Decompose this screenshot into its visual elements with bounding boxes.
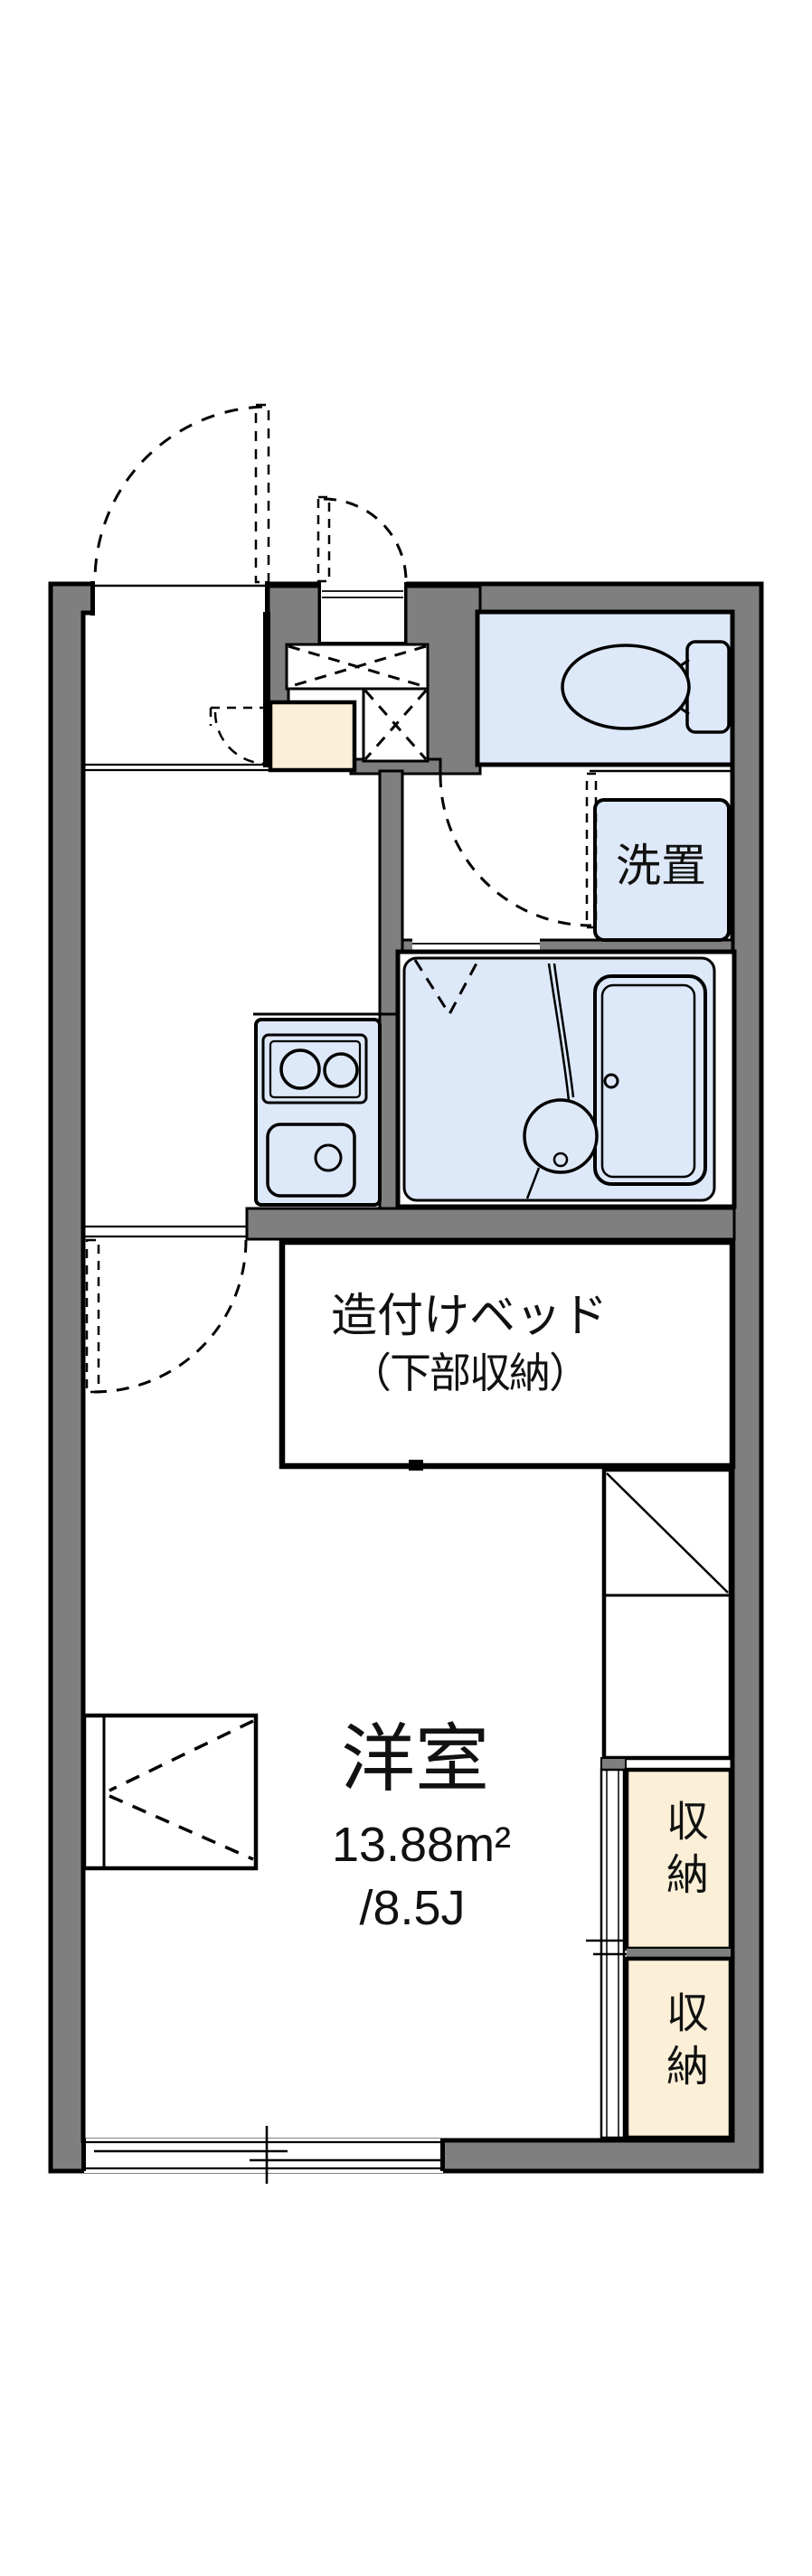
alcove-door-arc (323, 497, 408, 582)
x-marks (288, 644, 427, 689)
window-gap (84, 2139, 443, 2173)
window-frame (84, 2140, 443, 2170)
jamb (440, 2139, 445, 2171)
closet-divider (627, 1949, 731, 1959)
hall-closet-leaf (209, 706, 267, 726)
room-door-leaf (85, 1238, 100, 1394)
bathtub-knob (603, 1073, 619, 1089)
stove-inner (269, 1039, 362, 1099)
jamb (90, 581, 95, 616)
bed-edge-tick (409, 1460, 423, 1471)
closet1-label: 収納 (660, 1799, 708, 1905)
closet-1 (624, 1767, 733, 1951)
washroom-door (439, 772, 598, 929)
room-area-tatami-label: /8.5J (359, 1881, 466, 1935)
unit-bath (395, 949, 737, 1209)
stove-burner-right (323, 1052, 359, 1088)
washroom-door-leaf (585, 772, 598, 929)
bathtub (593, 974, 707, 1186)
stove-frame (261, 1033, 368, 1105)
room-area-m2-label: 13.88m² (331, 1818, 512, 1872)
genkan-step (268, 700, 357, 773)
room-door-opening-line (83, 1225, 247, 1238)
hall-closet-door (209, 706, 268, 766)
entrance-opening (90, 579, 269, 617)
bed-label-line1: 造付けベッド (330, 1290, 608, 1341)
room-door (85, 1238, 248, 1394)
stove-burner-left (279, 1048, 321, 1090)
alcove-door-leaf (316, 495, 331, 583)
bath-divider (547, 963, 575, 1102)
table-outline (81, 1713, 259, 1871)
hall-right-wall (263, 612, 270, 767)
alcove-threshold (322, 590, 403, 598)
folding-table (81, 1713, 259, 1871)
jamb (81, 2139, 86, 2171)
dashed-x-storage (285, 643, 430, 763)
wash-basin (523, 1098, 599, 1174)
built-in-bed (279, 1238, 736, 1470)
entrance-door-arc (93, 405, 263, 583)
kitchen-sink (266, 1123, 356, 1198)
closet-2 (624, 1956, 733, 2140)
kitchen-counter (254, 1018, 382, 1207)
closet2-label: 収納 (660, 1990, 708, 2097)
toilet-room (475, 609, 735, 767)
sink-faucet (314, 1143, 343, 1172)
table-fold-marks (109, 1719, 254, 1861)
toilet-tank (685, 640, 731, 734)
washer-label: 洗置 (616, 841, 706, 891)
toilet-joint (679, 658, 690, 716)
fridge-box (601, 1467, 733, 1761)
room-door-arc (93, 1239, 248, 1394)
hall-closet-arc (213, 711, 268, 766)
toilet-bowl (561, 644, 691, 730)
x-marks (364, 690, 428, 760)
storage-alcove-opening (317, 579, 408, 645)
wall-kitchen-room (245, 1207, 736, 1241)
room-name-label: 洋室 (340, 1718, 489, 1800)
closet-step (600, 1757, 627, 1771)
hall-bottom-line (83, 763, 270, 772)
storage-alcove-door (316, 495, 408, 583)
kitchen-unit (253, 1012, 398, 1207)
entrance-door-leaf (254, 403, 270, 584)
bed-label-line2: （下部収納） (350, 1349, 590, 1396)
washroom-door-arc (439, 774, 592, 927)
sliding-window (81, 2126, 445, 2184)
closet-area (586, 1757, 733, 2140)
basin-edge-line (525, 1167, 541, 1199)
entrance-door (93, 403, 270, 584)
alcove-gap (319, 579, 406, 644)
fridge-diagonal (606, 1472, 729, 1594)
bathtub-inner (600, 983, 696, 1179)
basin-drain (552, 1152, 569, 1168)
refrigerator-space (601, 1467, 733, 1761)
